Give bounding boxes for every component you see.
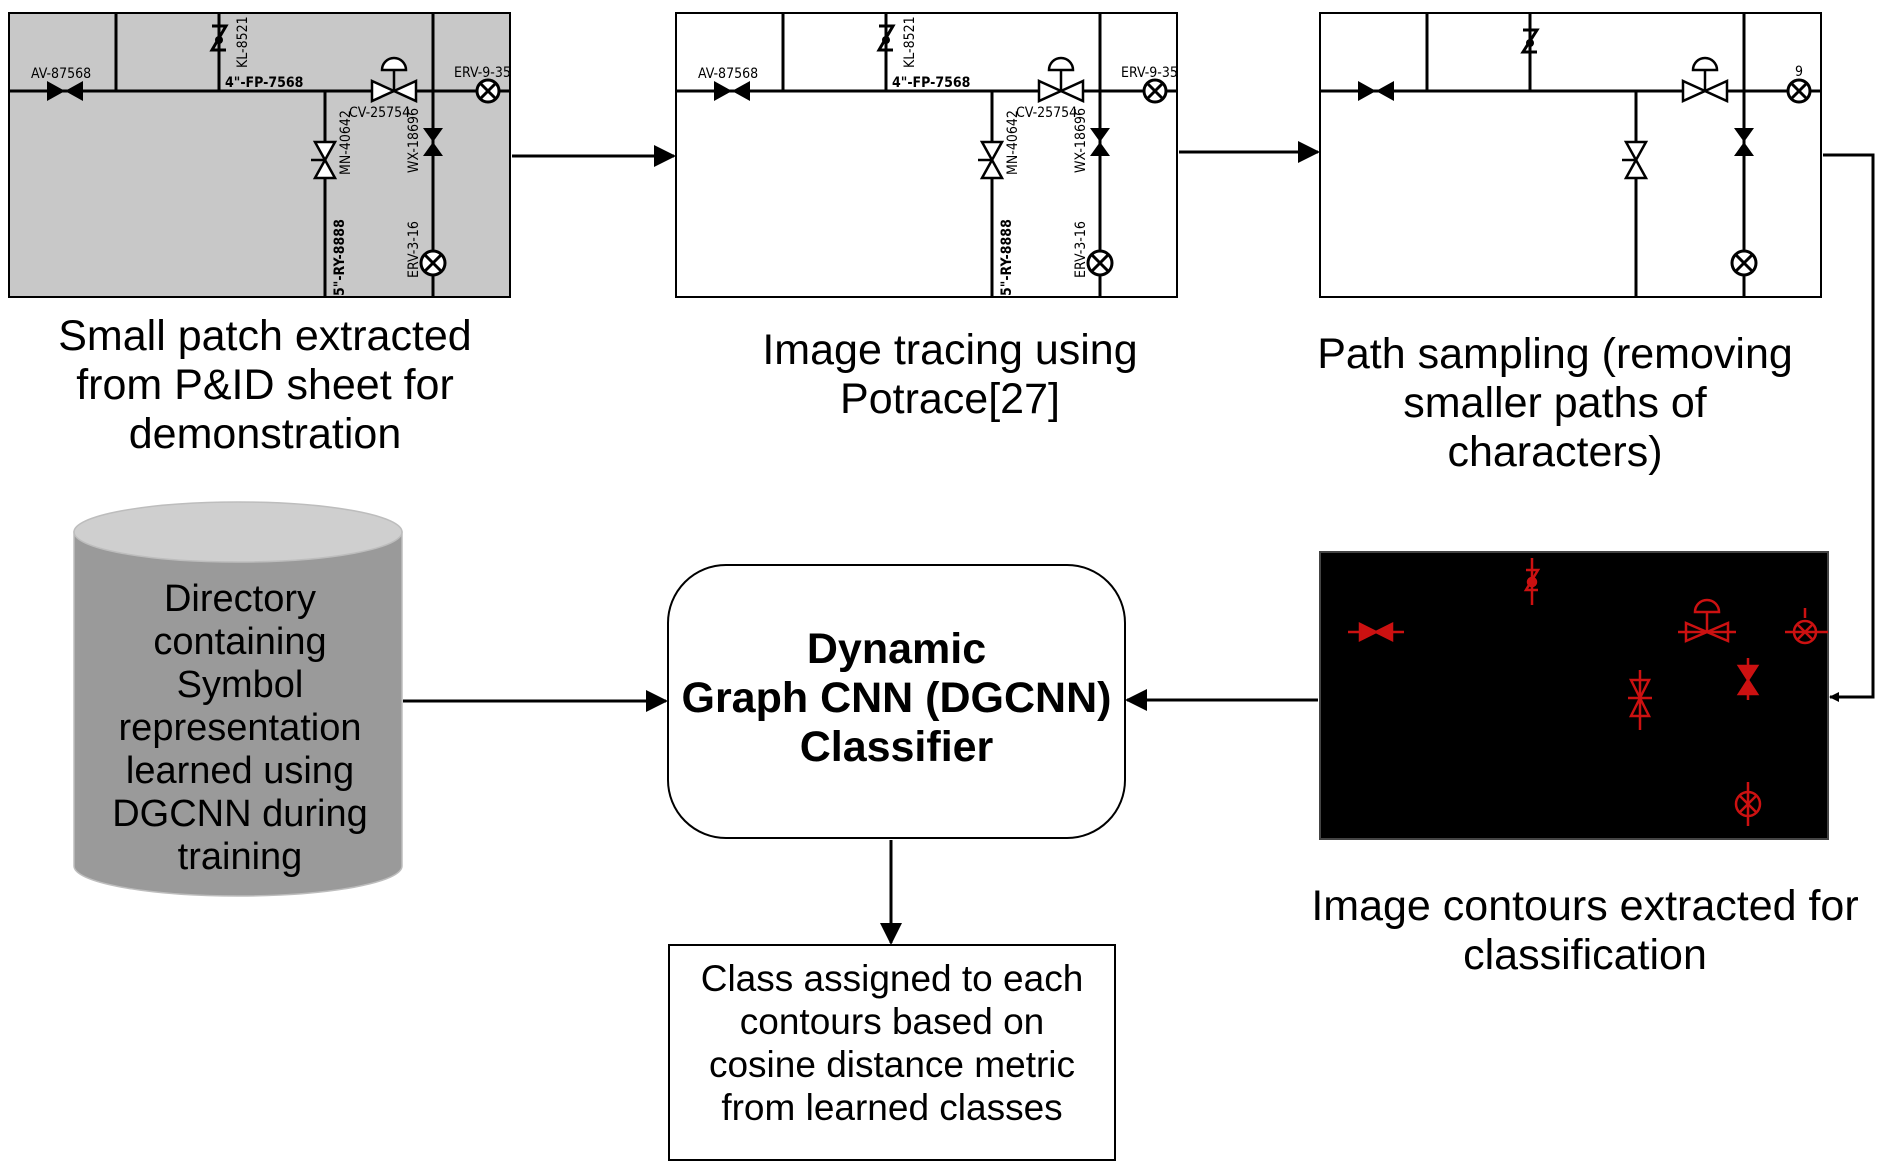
dgcnn-label-line2: Graph CNN (DGCNN): [681, 674, 1112, 722]
check-valve-icon: [209, 24, 229, 52]
erv-valve-icon: [475, 78, 501, 104]
check-valve-icon: [1520, 28, 1540, 54]
check-valve-icon: [876, 24, 896, 52]
output-label: Class assigned to each contours based on…: [700, 958, 1084, 1128]
mn-valve-icon: [311, 140, 338, 180]
red-erv-contour-icon: [1785, 608, 1828, 645]
pid-label-wx: WX-18696: [1073, 108, 1089, 173]
pid-patch-panel: AV-87568 KL-8521 4"-FP-7568 CV-25754 ERV…: [8, 12, 511, 298]
red-erv-contour-icon: [1734, 782, 1762, 826]
red-mn-contour-icon: [1628, 670, 1652, 730]
mn-valve-icon: [978, 140, 1005, 180]
red-av-contour-icon: [1348, 621, 1404, 643]
pid-label-av: AV-87568: [698, 66, 758, 82]
sampled-panel: 9: [1319, 12, 1822, 298]
pid-label-fp: 4"-FP-7568: [225, 75, 303, 91]
pid-label-mn: MN-40642: [338, 110, 354, 175]
pid-label-cv: CV-25754: [349, 105, 410, 121]
symbol-database-cylinder: [73, 501, 403, 897]
pid-label-kl: KL-8521: [235, 16, 251, 68]
erv-valve-icon: [1730, 249, 1758, 277]
caption-contours: Image contours extracted for classificat…: [1311, 882, 1859, 979]
pid-label-erv-partial: 9: [1795, 64, 1803, 80]
dgcnn-label-line1: Dynamic: [806, 625, 987, 673]
erv-valve-icon: [1086, 249, 1114, 277]
caption-sampling: Path sampling (removing smaller paths of…: [1317, 330, 1793, 476]
pid-label-wx: WX-18696: [406, 108, 422, 173]
traced-panel: AV-87568 KL-8521 4"-FP-7568 CV-25754 ERV…: [675, 12, 1178, 298]
pid-label-av: AV-87568: [31, 66, 91, 82]
caption-tracing: Image tracing using Potrace[27]: [762, 326, 1138, 423]
pid-label-erv-bottom: ERV-3-16: [1073, 221, 1089, 278]
pid-label-erv-top: ERV-9-35: [1121, 65, 1178, 81]
erv-valve-icon: [1786, 78, 1812, 104]
pid-label-mn: MN-40642: [1005, 110, 1021, 175]
dgcnn-label: Dynamic Graph CNN (DGCNN) Classifier: [668, 625, 1125, 772]
pid-label-erv-bottom: ERV-3-16: [406, 221, 422, 278]
pid-label-cv: CV-25754: [1016, 105, 1077, 121]
pid-label-erv-top: ERV-9-35: [454, 65, 511, 81]
output-class-box: [668, 944, 1116, 1161]
pid-label-kl: KL-8521: [902, 16, 918, 68]
wx-valve-icon: [1090, 128, 1110, 156]
pid-label-fp: 4"-FP-7568: [892, 75, 970, 91]
database-label: Directory containing Symbol representati…: [112, 578, 368, 878]
red-wx-contour-icon: [1736, 658, 1760, 700]
wx-valve-icon: [423, 128, 443, 156]
caption-patch: Small patch extracted from P&ID sheet fo…: [58, 312, 472, 458]
red-check-contour-icon: [1523, 558, 1541, 605]
wx-valve-icon: [1734, 128, 1754, 156]
av-valve-icon: [714, 81, 750, 101]
control-valve-icon: [370, 56, 418, 103]
connector-arrows: [403, 141, 1875, 945]
red-control-valve-contour-icon: [1678, 598, 1736, 643]
arrow-sampling-to-contours: [1823, 153, 1875, 702]
av-valve-icon: [47, 81, 83, 101]
dgcnn-label-line3: Classifier: [799, 723, 994, 771]
mn-valve-icon: [1622, 140, 1649, 180]
control-valve-icon: [1037, 56, 1085, 103]
erv-valve-icon: [1142, 78, 1168, 104]
erv-valve-icon: [419, 249, 447, 277]
pid-label-ry: 5"-RY-8888: [999, 219, 1015, 296]
pid-label-ry: 5"-RY-8888: [332, 219, 348, 296]
control-valve-icon: [1681, 56, 1729, 103]
contours-panel: [1319, 551, 1829, 840]
av-valve-icon: [1358, 81, 1394, 101]
